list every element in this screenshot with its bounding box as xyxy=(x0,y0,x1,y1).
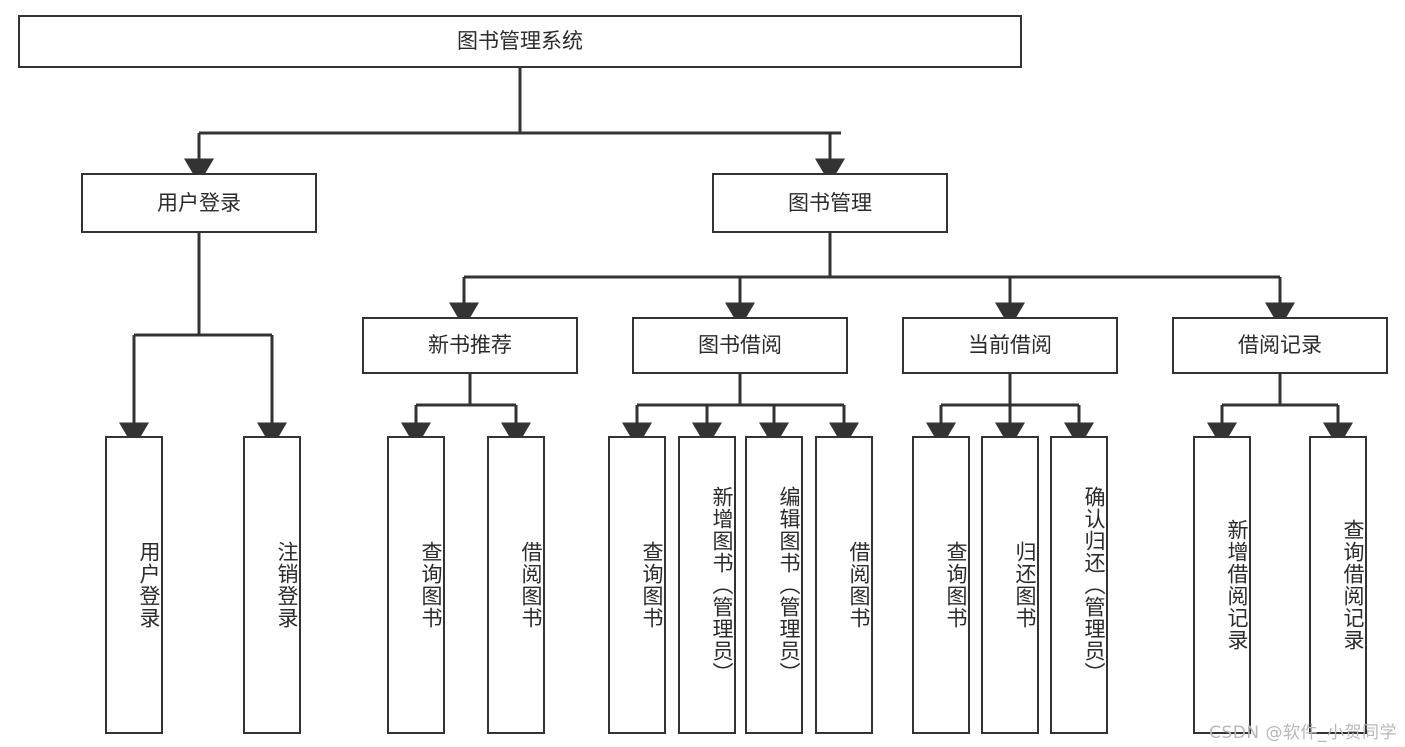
node-book-manage[interactable]: 图书管理 xyxy=(712,173,948,233)
leaf-borrow-book-2[interactable]: 借阅图书 xyxy=(815,436,873,734)
leaf-return-book-label: 归还图书 xyxy=(1013,541,1037,629)
leaf-add-record[interactable]: 新增借阅记录 xyxy=(1193,436,1251,734)
leaf-query-record-label: 查询借阅记录 xyxy=(1341,519,1365,651)
leaf-query-book-2-label: 查询图书 xyxy=(640,541,664,629)
leaf-query-book-3[interactable]: 查询图书 xyxy=(912,436,970,734)
node-book-borrow[interactable]: 图书借阅 xyxy=(632,317,848,374)
leaf-query-book-2[interactable]: 查询图书 xyxy=(608,436,666,734)
leaf-user-login[interactable]: 用户登录 xyxy=(105,436,163,734)
leaf-edit-book-label: 编辑图书（管理员） xyxy=(777,486,801,684)
leaf-edit-book[interactable]: 编辑图书（管理员） xyxy=(745,436,803,734)
node-current-borrow-label: 当前借阅 xyxy=(968,333,1052,358)
node-root[interactable]: 图书管理系统 xyxy=(18,15,1022,68)
leaf-borrow-book-1[interactable]: 借阅图书 xyxy=(487,436,545,734)
leaf-query-book-1[interactable]: 查询图书 xyxy=(387,436,445,734)
leaf-borrow-book-1-label: 借阅图书 xyxy=(519,541,543,629)
leaf-borrow-book-2-label: 借阅图书 xyxy=(847,541,871,629)
leaf-logout-login-label: 注销登录 xyxy=(275,541,299,629)
leaf-query-book-1-label: 查询图书 xyxy=(419,541,443,629)
leaf-query-record[interactable]: 查询借阅记录 xyxy=(1309,436,1367,734)
leaf-return-book[interactable]: 归还图书 xyxy=(981,436,1039,734)
node-new-book-recommend-label: 新书推荐 xyxy=(428,333,512,358)
leaf-confirm-return[interactable]: 确认归还（管理员） xyxy=(1050,436,1108,734)
node-book-manage-label: 图书管理 xyxy=(788,190,872,215)
node-current-borrow[interactable]: 当前借阅 xyxy=(902,317,1118,374)
node-borrow-record-label: 借阅记录 xyxy=(1238,333,1322,358)
leaf-logout-login[interactable]: 注销登录 xyxy=(243,436,301,734)
node-new-book-recommend[interactable]: 新书推荐 xyxy=(362,317,578,374)
leaf-query-book-3-label: 查询图书 xyxy=(944,541,968,629)
leaf-add-book[interactable]: 新增图书（管理员） xyxy=(678,436,736,734)
node-root-label: 图书管理系统 xyxy=(457,29,583,54)
leaf-add-book-label: 新增图书（管理员） xyxy=(710,486,734,684)
node-user-login[interactable]: 用户登录 xyxy=(81,173,317,233)
node-user-login-label: 用户登录 xyxy=(157,190,241,215)
node-book-borrow-label: 图书借阅 xyxy=(698,333,782,358)
leaf-confirm-return-label: 确认归还（管理员） xyxy=(1082,486,1106,684)
leaf-add-record-label: 新增借阅记录 xyxy=(1225,519,1249,651)
leaf-user-login-label: 用户登录 xyxy=(137,541,161,629)
node-borrow-record[interactable]: 借阅记录 xyxy=(1172,317,1388,374)
csdn-watermark: CSDN @软件_小贺同学 xyxy=(1209,723,1397,743)
